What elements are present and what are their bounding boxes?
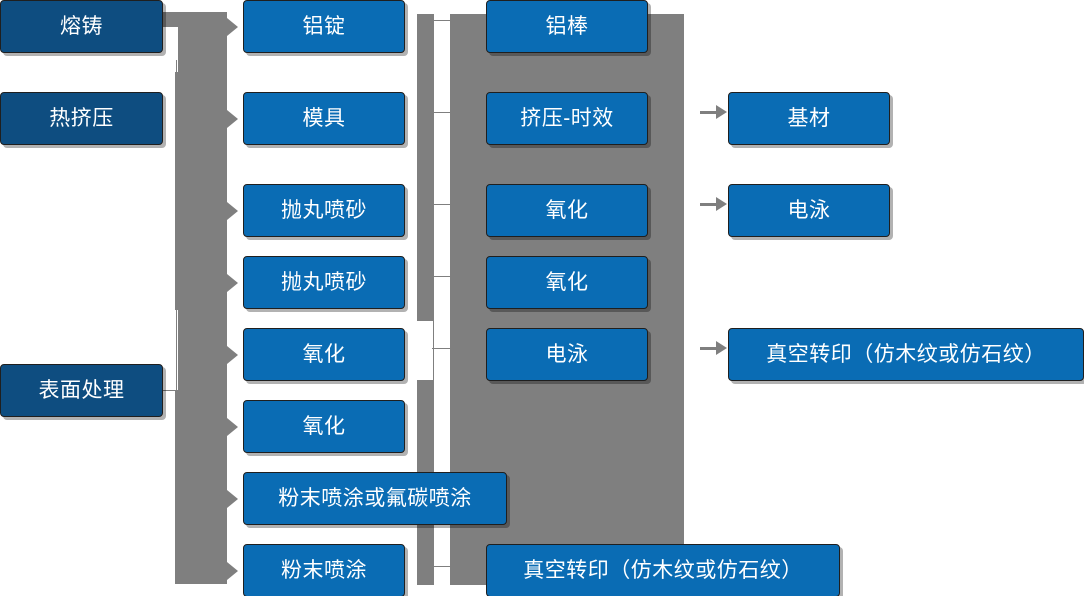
connector-channel — [434, 14, 450, 585]
node-muju[interactable]: 模具 — [243, 92, 405, 145]
connector-notch-biaomian — [160, 310, 178, 390]
tick-zhuanyin-1 — [432, 566, 452, 567]
fan-arrow-paowan-1 — [227, 202, 238, 220]
tick-rail-edge — [433, 14, 434, 585]
node-dianyong-2[interactable]: 电泳 — [728, 184, 890, 237]
fan-arrow-muju — [227, 110, 238, 128]
node-yanghua-1[interactable]: 氧化 — [243, 328, 405, 381]
arrow-to-dianyong — [700, 197, 727, 211]
node-zhenkongzhuanyin-2[interactable]: 真空转印（仿木纹或仿石纹） — [728, 328, 1084, 381]
node-paowanpensha-1[interactable]: 抛丸喷砂 — [243, 184, 405, 237]
tick-lubang — [432, 20, 452, 21]
fan-arrow-fenmo-1 — [227, 490, 238, 508]
tick-dianyong-1 — [432, 348, 452, 349]
connector-stub-rongzhu — [160, 12, 190, 27]
connector-notch-rejiya — [160, 27, 178, 72]
connector-hairline-biaomian — [163, 390, 181, 391]
arrow-to-zhuanyin — [700, 341, 727, 355]
node-yanghua-3[interactable]: 氧化 — [486, 184, 648, 237]
arrow-to-jicai — [700, 105, 727, 119]
fan-arrow-yanghua-2 — [227, 418, 238, 436]
node-yanghua-2[interactable]: 氧化 — [243, 400, 405, 453]
node-jicai[interactable]: 基材 — [728, 92, 890, 145]
node-rejiya[interactable]: 热挤压 — [0, 92, 163, 145]
tick-yanghua-3 — [432, 204, 452, 205]
node-yanghua-4[interactable]: 氧化 — [486, 256, 648, 309]
node-biaomianchuli[interactable]: 表面处理 — [0, 364, 163, 417]
node-lubang[interactable]: 铝棒 — [486, 0, 648, 53]
connector-hairline-rejiya — [176, 60, 177, 80]
node-paowanpensha-2[interactable]: 抛丸喷砂 — [243, 256, 405, 309]
connector-rail-left — [417, 14, 434, 321]
connector-hairline-biaomian-v — [176, 300, 177, 392]
node-jiya-shixiao[interactable]: 挤压-时效 — [486, 92, 648, 145]
node-fenmopentu[interactable]: 粉末喷涂 — [243, 544, 405, 596]
node-ludng[interactable]: 铝锭 — [243, 0, 405, 53]
fan-arrow-yanghua-1 — [227, 346, 238, 364]
node-fenmopentu-huotanpentu[interactable]: 粉末喷涂或氟碳喷涂 — [243, 472, 507, 525]
connector-trunk-stage — [175, 12, 227, 584]
fan-arrow-ludng — [227, 18, 238, 36]
node-rongzhu[interactable]: 熔铸 — [0, 0, 163, 53]
node-dianyong-1[interactable]: 电泳 — [486, 328, 648, 381]
fan-arrow-fenmo-2 — [227, 562, 238, 580]
tick-jiya — [432, 112, 452, 113]
fan-arrow-paowan-2 — [227, 274, 238, 292]
tick-yanghua-4 — [432, 276, 452, 277]
node-zhenkongzhuanyin-1[interactable]: 真空转印（仿木纹或仿石纹） — [486, 544, 840, 596]
